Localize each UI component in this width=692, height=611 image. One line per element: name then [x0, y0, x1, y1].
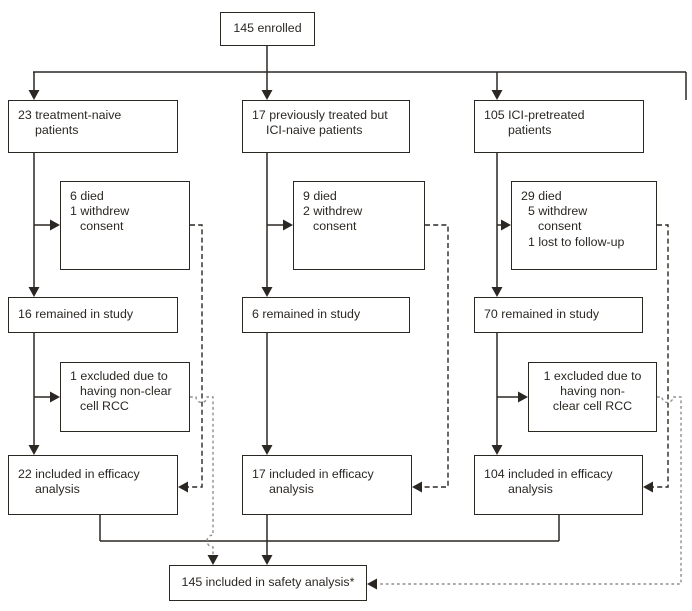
col3-remained-box: 70 remained in study — [474, 297, 643, 333]
box-text-line: 17 included in efficacy — [252, 467, 374, 481]
box-text-line: 5 withdrew — [528, 204, 588, 219]
box-text-line: 22 included in efficacy — [18, 467, 140, 481]
box-text-line: 17 previously treated but — [252, 108, 388, 122]
col1-dropout-box: 6 died 1 withdrew consent — [60, 181, 190, 270]
box-text-line: 70 remained in study — [484, 307, 600, 321]
box-text-line: 1 excluded due to — [70, 369, 168, 383]
box-text-line: clear cell RCC — [552, 399, 633, 414]
box-text-line: 16 remained in study — [18, 307, 134, 321]
col3-ici-pretreated-box: 105 ICI-pretreated patients — [474, 100, 644, 153]
col3-dropout-box: 29 died 5 withdrew consent 1 lost to fol… — [511, 181, 657, 270]
box-text-line: patients — [35, 123, 79, 138]
box-text-line: 1 lost to follow-up — [528, 234, 625, 249]
box-text-line: analysis — [269, 482, 314, 497]
col3-efficacy-box: 104 included in efficacy analysis — [474, 455, 643, 515]
col2-dropout-box: 9 died 2 withdrew consent — [293, 181, 425, 270]
col1-excluded-box: 1 excluded due to having non-clear cell … — [60, 362, 190, 432]
box-text-line: 23 treatment-naive — [18, 108, 122, 122]
safety-analysis-box: 145 included in safety analysis* — [169, 565, 367, 601]
box-text-line: having non-clear — [80, 384, 172, 399]
box-text-line: 1 excluded due to — [543, 369, 642, 383]
box-text-line: 6 died — [70, 189, 104, 203]
enrolled-box: 145 enrolled — [220, 12, 315, 46]
box-text-line: consent — [538, 219, 582, 234]
box-text-line: 145 included in safety analysis* — [181, 575, 355, 589]
col1-remained-box: 16 remained in study — [8, 297, 178, 333]
box-text-line: 1 withdrew — [70, 204, 130, 219]
col2-remained-box: 6 remained in study — [242, 297, 410, 333]
box-text-line: 29 died — [521, 189, 562, 203]
box-text-line: 6 remained in study — [252, 307, 361, 321]
box-text-line: ICI-naive patients — [266, 123, 363, 138]
box-text-line: having non- — [560, 384, 625, 399]
col2-efficacy-box: 17 included in efficacy analysis — [242, 455, 412, 515]
box-text-line: consent — [313, 219, 357, 234]
box-text-line: cell RCC — [80, 399, 129, 414]
col3-excluded-box: 1 excluded due to having non- clear cell… — [528, 362, 657, 432]
box-text-line: 105 ICI-pretreated — [484, 108, 585, 122]
box-text-line: 9 died — [303, 189, 337, 203]
arrowheads — [28, 90, 653, 590]
box-text-line: 145 enrolled — [233, 21, 302, 35]
box-text-line: 2 withdrew — [303, 204, 363, 219]
box-text-line: analysis — [508, 482, 553, 497]
box-text-line: consent — [80, 219, 124, 234]
box-text-line: patients — [508, 123, 552, 138]
col2-previously-treated-box: 17 previously treated but ICI-naive pati… — [242, 100, 410, 153]
col1-efficacy-box: 22 included in efficacy analysis — [8, 455, 178, 515]
col1-treatment-naive-box: 23 treatment-naive patients — [8, 100, 178, 153]
box-text-line: 104 included in efficacy — [484, 467, 613, 481]
box-text-line: analysis — [35, 482, 80, 497]
